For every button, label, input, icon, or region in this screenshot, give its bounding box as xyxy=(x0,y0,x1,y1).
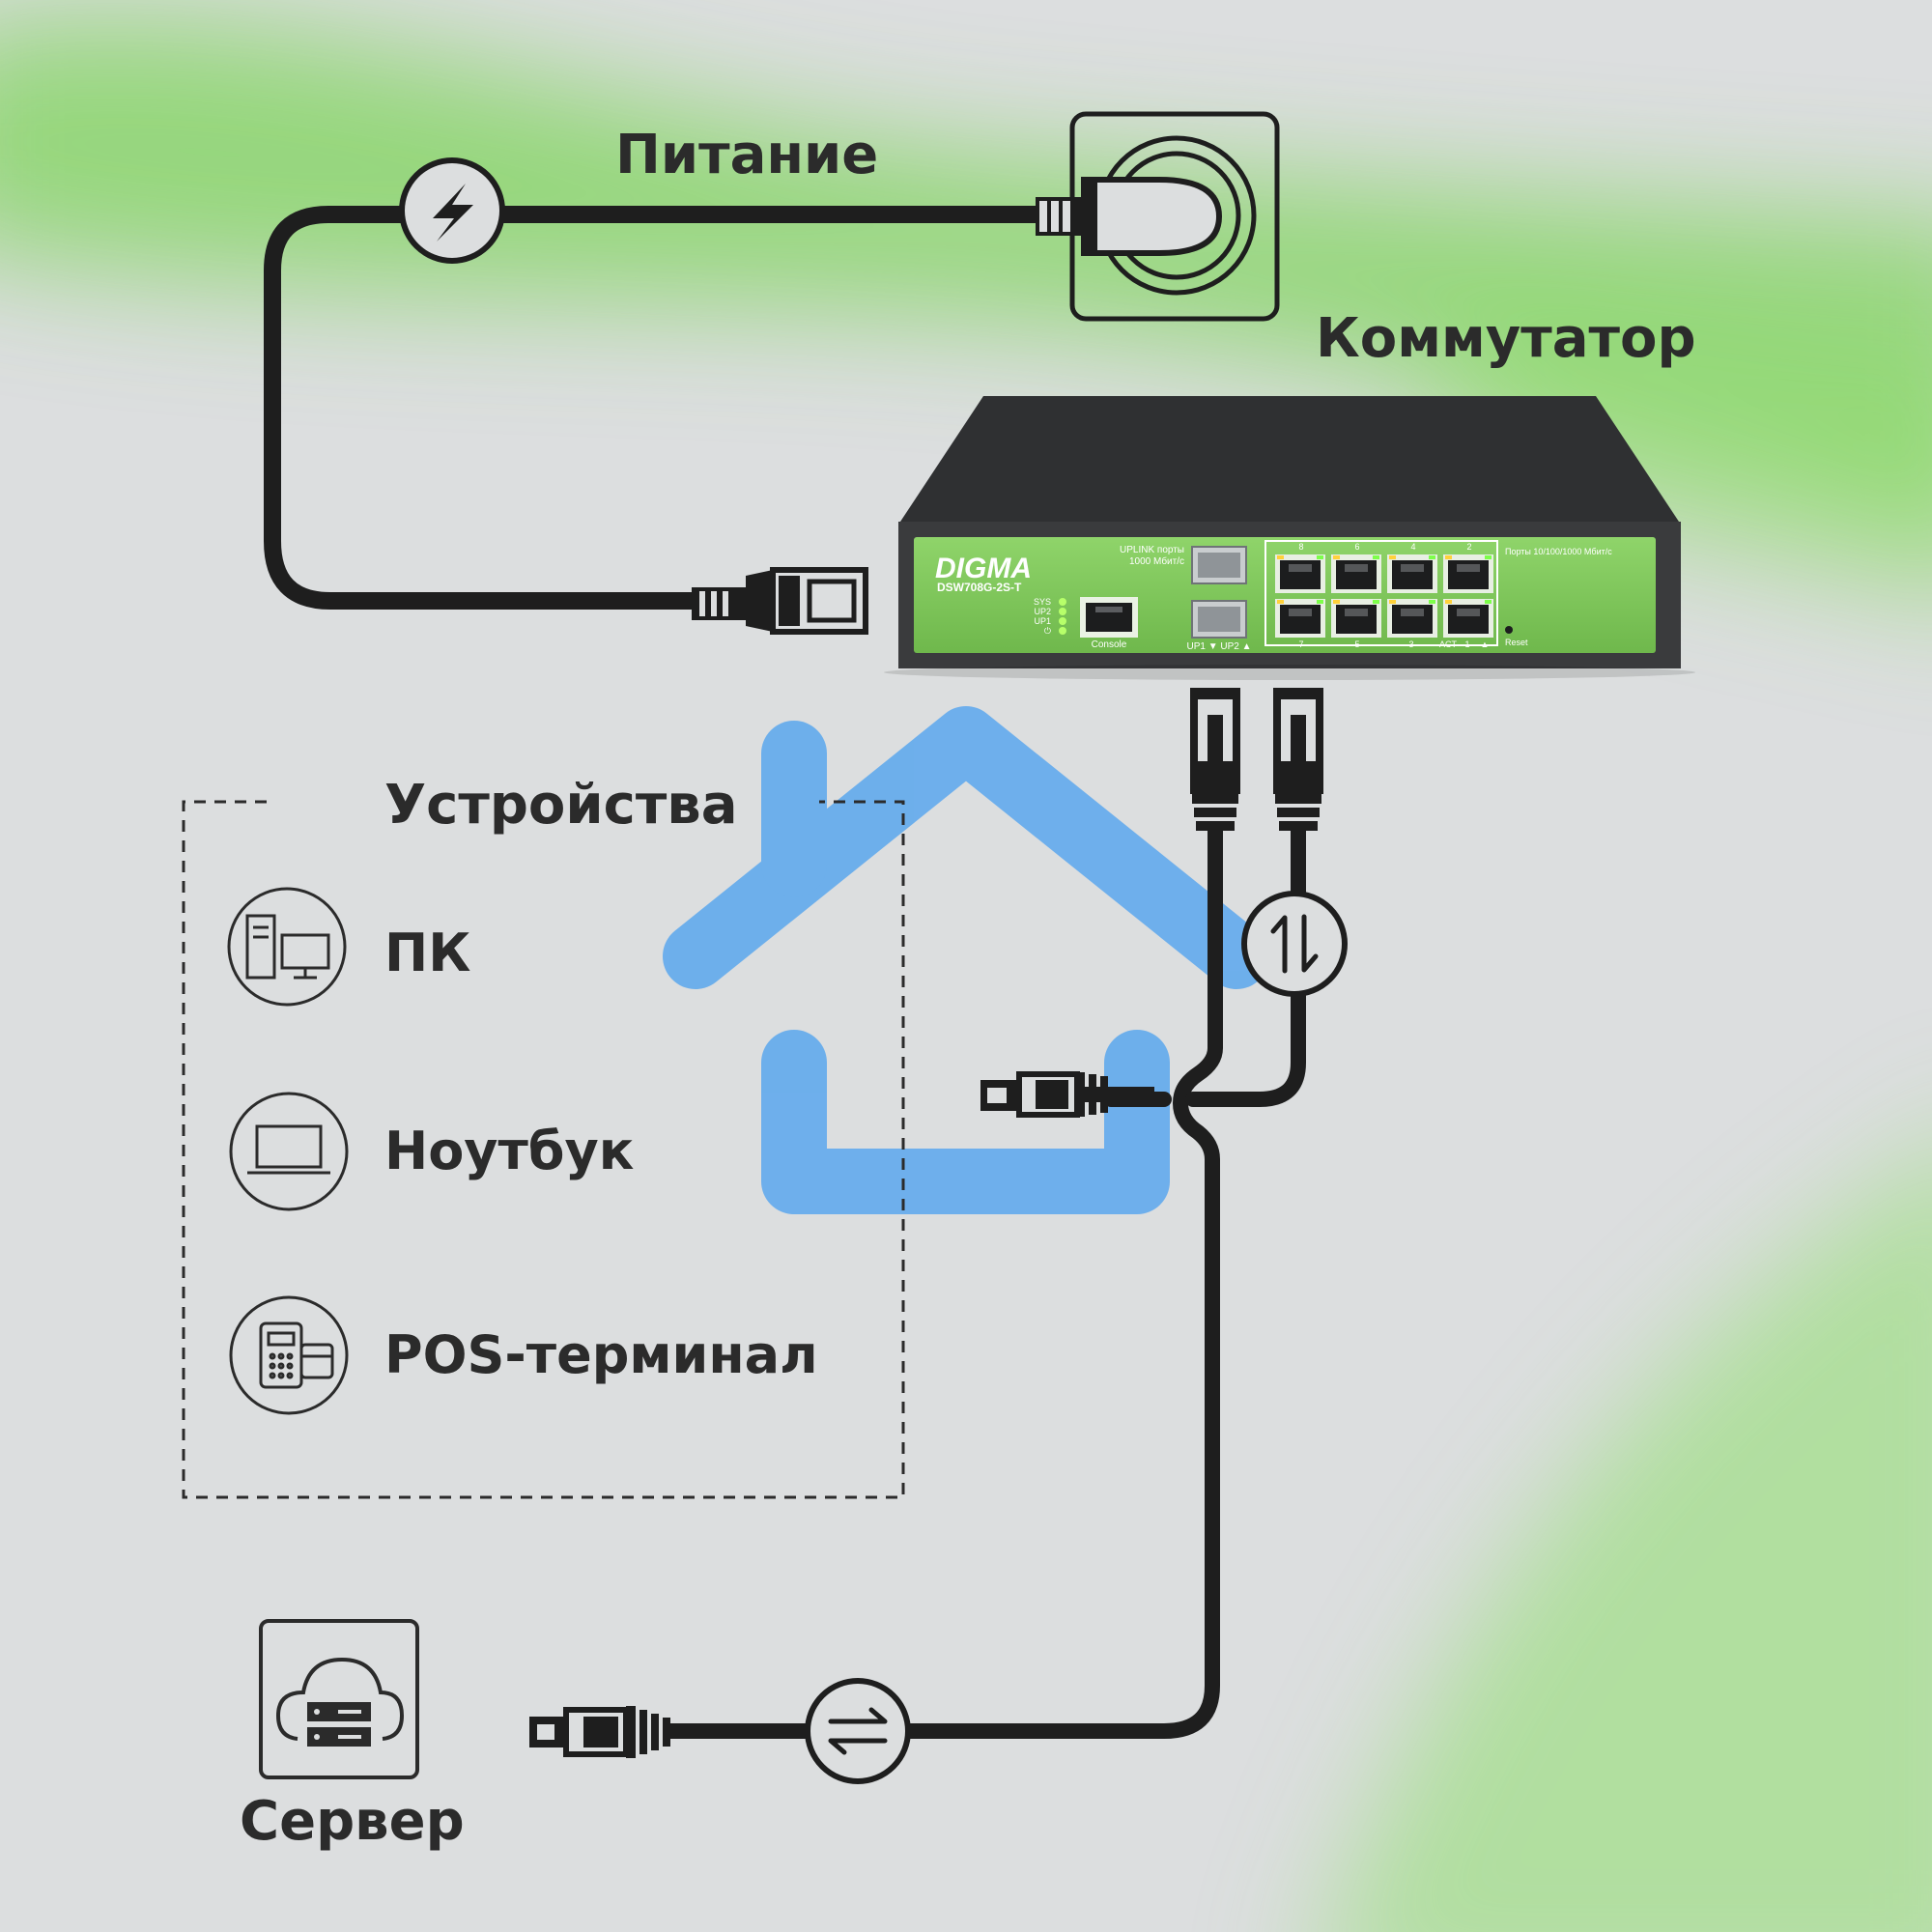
switch-brand: DIGMA xyxy=(935,553,1032,584)
port-number-2: 2 xyxy=(1466,542,1471,552)
pc-label: ПК xyxy=(384,923,471,983)
laptop-icon xyxy=(229,1092,349,1211)
port-number-4: 4 xyxy=(1410,542,1415,552)
pos-label: POS-терминал xyxy=(384,1324,818,1385)
devices-frame xyxy=(182,800,905,1499)
console-label: Console xyxy=(1092,639,1127,650)
port-number-5: 5 xyxy=(1354,639,1359,649)
power-plug-icon xyxy=(1036,177,1223,256)
status-led xyxy=(1059,627,1066,635)
port-number-7: 7 xyxy=(1298,639,1303,649)
uplink-label-2: 1000 Мбит/с xyxy=(1129,555,1184,567)
pos-terminal-icon xyxy=(229,1295,349,1415)
ports-label: Порты 10/100/1000 Мбит/с xyxy=(1505,547,1612,556)
status-led xyxy=(1059,608,1066,615)
reset-button xyxy=(1505,626,1513,634)
data-exchange-icon xyxy=(805,1678,911,1784)
reset-label: Reset xyxy=(1505,638,1528,647)
power-cable xyxy=(264,206,1057,610)
link-arrow: ▲ xyxy=(1481,639,1490,649)
house-icon xyxy=(663,706,1269,1214)
switch-shadow xyxy=(884,665,1695,680)
status-led xyxy=(1059,598,1066,606)
ethernet-port xyxy=(1331,554,1381,593)
ethernet-port xyxy=(1387,554,1437,593)
rj45-connector-icon xyxy=(980,1071,1108,1118)
background-swooshes xyxy=(0,17,1932,1932)
server-rack xyxy=(307,1702,371,1747)
port-block-frame xyxy=(1264,540,1498,646)
pc-icon xyxy=(227,887,347,1007)
ethernet-port-grid xyxy=(1275,554,1493,638)
cloud-server-icon xyxy=(259,1619,419,1779)
uplink-label-1: UPLINK порты xyxy=(1120,545,1184,555)
sfp-port xyxy=(1191,546,1247,584)
power-label: Питание xyxy=(615,124,879,186)
devices-label: Устройства xyxy=(384,774,738,837)
ethernet-port xyxy=(1443,599,1493,638)
rj45-connector-icon xyxy=(1190,688,1240,831)
ethernet-port xyxy=(1331,599,1381,638)
port-number-6: 6 xyxy=(1354,542,1359,552)
laptop-label: Ноутбук xyxy=(384,1121,635,1181)
led-label-sys: SYS xyxy=(1034,597,1051,607)
ethernet-port xyxy=(1387,599,1437,638)
port-number-8: 8 xyxy=(1298,542,1303,552)
ethernet-port xyxy=(1443,554,1493,593)
port-number-3: 3 xyxy=(1408,639,1413,649)
rj45-connector-icon xyxy=(1273,688,1323,831)
switch-top xyxy=(900,396,1679,522)
iec-power-connector xyxy=(692,567,868,635)
act-label: ACT xyxy=(1439,639,1458,649)
led-label-up1: UP1 xyxy=(1034,616,1051,626)
sfp-port xyxy=(1191,600,1247,639)
switch-model: DSW708G-2S-T xyxy=(937,581,1022,594)
status-led xyxy=(1059,617,1066,625)
ethernet-port xyxy=(1275,554,1325,593)
rj45-connector-icon xyxy=(529,1706,670,1758)
network-switch: DIGMA DSW708G-2S-T SYS UP2 UP1 ⏻ Console… xyxy=(884,396,1695,680)
data-exchange-icon xyxy=(1241,891,1348,997)
led-label-power: ⏻ xyxy=(1044,626,1051,636)
bolt-glyph xyxy=(433,184,473,242)
switch-label: Коммутатор xyxy=(1316,307,1696,370)
led-label-up2: UP2 xyxy=(1034,607,1051,616)
console-port xyxy=(1080,597,1138,638)
ethernet-port xyxy=(1275,599,1325,638)
sfp-label: UP1 ▼ UP2 ▲ xyxy=(1186,641,1251,652)
server-label: Сервер xyxy=(240,1790,465,1853)
port-number-1: 1 xyxy=(1464,639,1469,649)
